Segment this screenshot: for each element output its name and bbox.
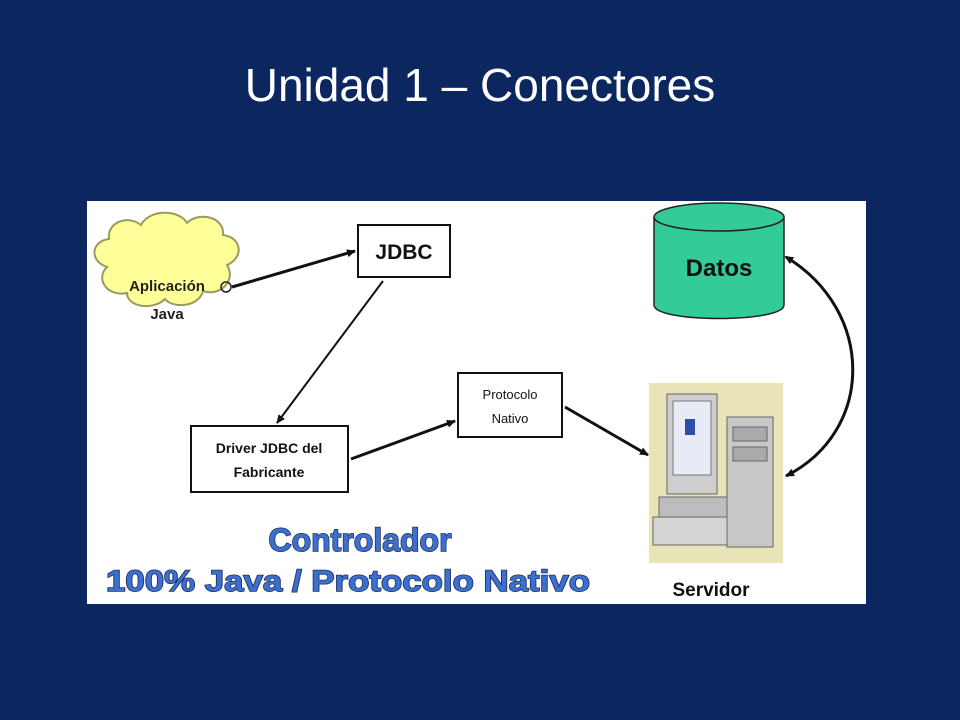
jdbc-label: JDBC [375, 241, 432, 264]
protocol-label-line1: Protocolo [483, 387, 538, 402]
arrow-driver-to-protocol [350, 419, 456, 461]
protocol-label-line2: Nativo [492, 411, 529, 426]
architecture-diagram: Aplicación Java JDBC Driver JDBC del Fab… [93, 202, 855, 601]
diagram-caption: Controlador 100% Java / Protocolo Nativo [105, 521, 591, 599]
server-label: Servidor [672, 580, 750, 601]
arrow-app-to-jdbc [231, 249, 356, 289]
architecture-figure: Aplicación Java JDBC Driver JDBC del Fab… [87, 201, 866, 604]
arrow-protocol-to-server [564, 405, 649, 457]
jdbc-box: JDBC [357, 224, 451, 278]
driver-box: Driver JDBC del Fabricante [190, 425, 349, 493]
driver-label-line1: Driver JDBC del [216, 440, 323, 456]
java-application-label-line1: Aplicación [129, 278, 205, 295]
server-illustration: Servidor [649, 383, 783, 601]
connector-eye-icon [220, 281, 232, 293]
caption-line1: Controlador [268, 522, 451, 558]
database-label: Datos [686, 255, 753, 282]
database-cylinder: Datos [653, 202, 785, 320]
arrow-database-server [784, 255, 855, 478]
slide-title: Unidad 1 – Conectores [244, 59, 716, 111]
java-application-label-line2: Java [150, 306, 184, 323]
driver-label-line2: Fabricante [234, 464, 305, 480]
protocol-box: Protocolo Nativo [457, 372, 563, 438]
arrow-jdbc-to-driver [276, 280, 384, 424]
caption-line2: 100% Java / Protocolo Nativo [106, 565, 590, 598]
java-application-cloud: Aplicación Java [93, 211, 240, 323]
